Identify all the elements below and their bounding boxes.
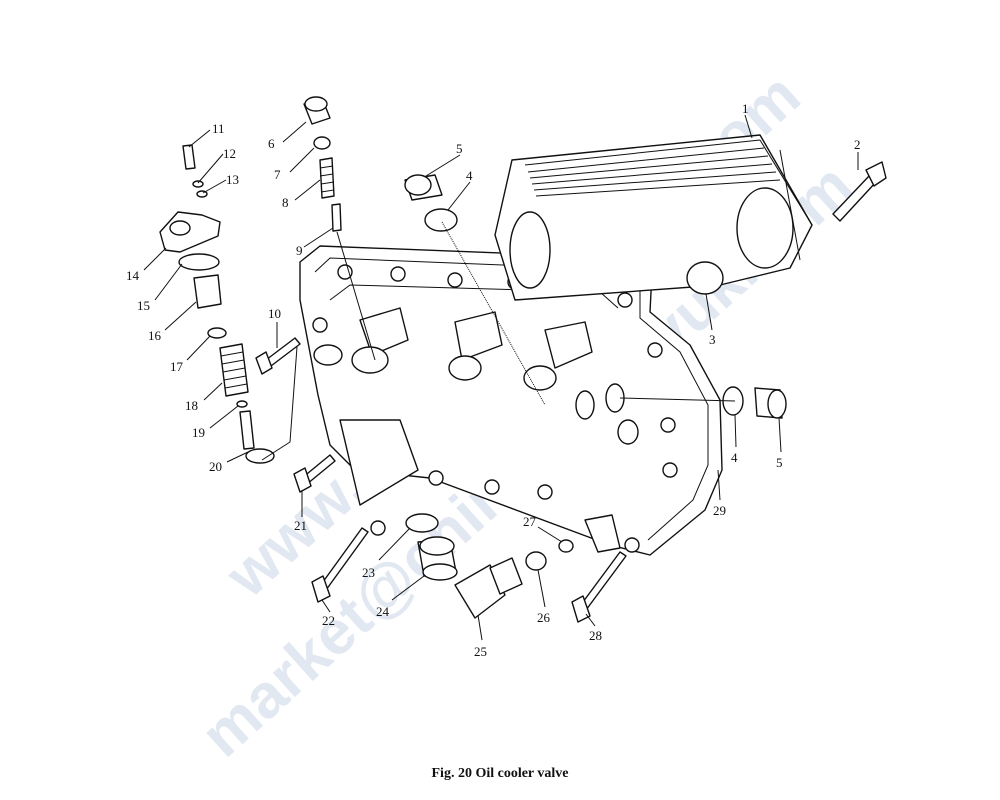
valve-insert-part-24: [417, 536, 458, 581]
callout-labels: 1 2 3 4 5 4 5 6 7 8 9 10 11 12 13 14 15 …: [126, 101, 861, 659]
callout-2: 2: [854, 137, 861, 152]
callout-16: 16: [148, 328, 162, 343]
callout-14: 14: [126, 268, 140, 283]
callout-19: 19: [192, 425, 205, 440]
assembly-axis-lines: [261, 221, 736, 461]
bolt-part-22: [311, 527, 369, 603]
callout-26: 26: [537, 610, 551, 625]
callout-27: 27: [523, 514, 537, 529]
callout-28: 28: [589, 628, 602, 643]
bolt-part-21: [293, 454, 336, 493]
bolt-part-2: [832, 161, 887, 222]
callout-18: 18: [185, 398, 198, 413]
callout-21: 21: [294, 518, 307, 533]
callout-4-upper: 4: [466, 168, 473, 183]
o-ring-part-27: [558, 539, 574, 553]
callout-3: 3: [709, 332, 716, 347]
callout-12: 12: [223, 146, 236, 161]
callout-7: 7: [274, 167, 281, 182]
callout-9: 9: [296, 243, 303, 258]
bolt-part-28: [571, 551, 627, 623]
bolt-part-10: [255, 337, 301, 375]
plug-part-5-right: [754, 387, 787, 419]
sensor-part-25: [454, 557, 523, 619]
cooler-core-part-1: [494, 134, 813, 301]
callout-22: 22: [322, 613, 335, 628]
relief-valve-stack-parts-6-9: [303, 96, 342, 232]
callout-23: 23: [362, 565, 375, 580]
callout-25: 25: [474, 644, 487, 659]
valve-assembly-parts-11-20: [159, 144, 275, 464]
callout-11: 11: [212, 121, 225, 136]
callout-13: 13: [226, 172, 239, 187]
plug-part-5-upper: [404, 174, 443, 201]
callout-20: 20: [209, 459, 222, 474]
o-ring-part-3: [686, 261, 724, 295]
o-ring-part-23: [405, 513, 439, 533]
leader-lines: [143, 114, 859, 641]
callout-6: 6: [268, 136, 275, 151]
seal-part-26: [525, 551, 547, 571]
seal-ring-part-4-upper: [424, 208, 458, 232]
callout-24: 24: [376, 604, 390, 619]
callout-10: 10: [268, 306, 281, 321]
callout-17: 17: [170, 359, 184, 374]
callout-5-upper: 5: [456, 141, 463, 156]
figure-caption: Fig. 20 Oil cooler valve: [431, 766, 569, 781]
callout-29: 29: [713, 503, 726, 518]
callout-4-right: 4: [731, 450, 738, 465]
callout-15: 15: [137, 298, 150, 313]
callout-8: 8: [282, 195, 289, 210]
callout-5-right: 5: [776, 455, 783, 470]
callout-1: 1: [742, 101, 749, 116]
